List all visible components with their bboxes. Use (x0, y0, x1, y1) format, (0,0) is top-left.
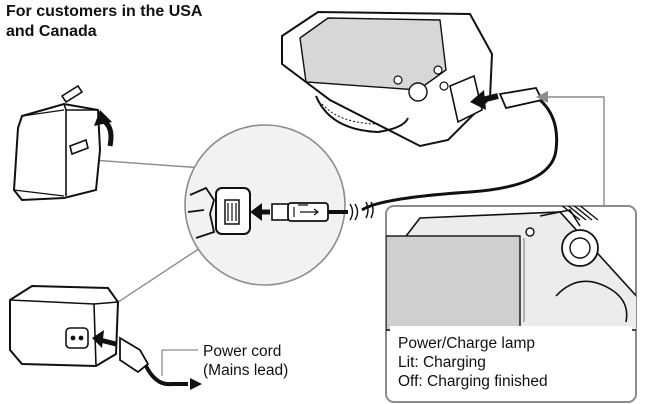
camera (281, 10, 559, 219)
power-cord-line1: Power cord (203, 343, 282, 360)
power-charge-lamp (525, 227, 535, 237)
power-cord-leader (161, 349, 198, 376)
lamp-callout (385, 91, 637, 403)
camera-control-wheel (408, 82, 428, 102)
ac-adapter-mains (9, 284, 202, 390)
micro-usb-plug (498, 87, 544, 110)
lamp-leader-line (544, 96, 605, 206)
region-heading: For customers in the USA and Canada (6, 2, 202, 42)
usb-socket (215, 187, 251, 235)
ac-adapter-us (12, 84, 114, 202)
usb-callout (91, 124, 359, 319)
camera-lcd (299, 17, 447, 91)
prong-2 (69, 138, 89, 156)
prong-1 (60, 84, 84, 104)
cord-plug (119, 336, 150, 374)
lamp-title: Power/Charge lamp (398, 335, 535, 352)
dial-knurl (559, 206, 599, 221)
power-cord-label: Power cord (Mains lead) (203, 342, 288, 380)
lamp-off-status: Off: Charging finished (398, 373, 548, 390)
mains-socket (65, 327, 89, 349)
callout-circle (184, 124, 346, 286)
camera-port-cover (449, 74, 483, 124)
power-cord-cable (144, 365, 188, 387)
camera-lens-ring (315, 95, 409, 134)
region-heading-line2: and Canada (6, 23, 97, 40)
power-cord-line2: (Mains lead) (203, 362, 289, 379)
fold-arrow-head (94, 110, 112, 126)
adapter-edge (187, 186, 216, 239)
insert-arrow-head-usb (250, 203, 262, 221)
usb-plug (271, 202, 359, 222)
lamp-label: Power/Charge lamp Lit: Charging Off: Cha… (398, 334, 548, 391)
region-heading-line1: For customers in the USA (6, 3, 203, 20)
usb-cable (361, 98, 559, 212)
lamp-lit-status: Lit: Charging (398, 354, 486, 371)
lcd-closeup (386, 235, 521, 331)
